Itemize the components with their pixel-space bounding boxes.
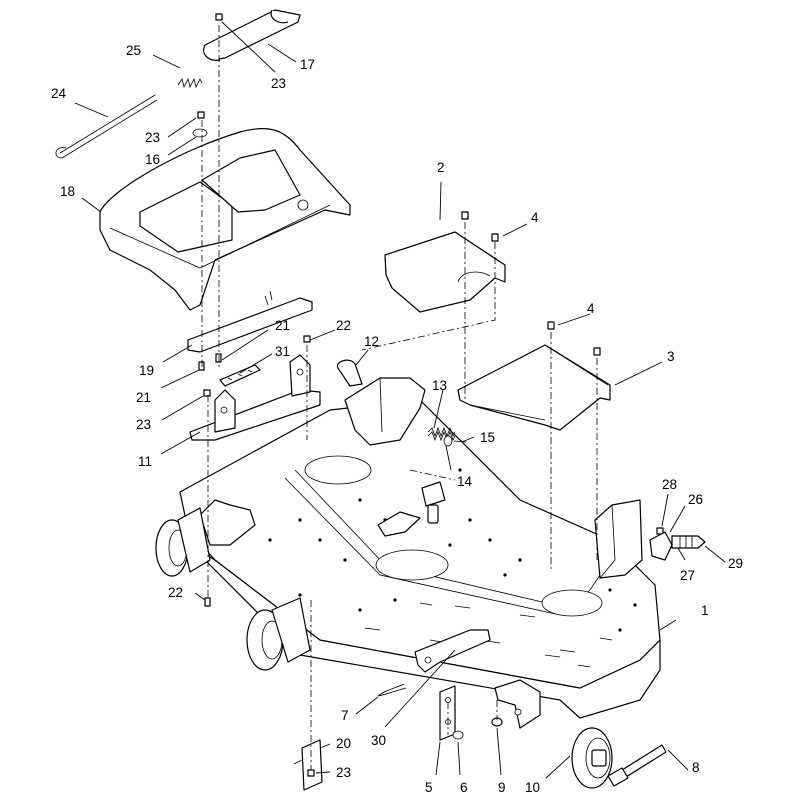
handle-bracket xyxy=(203,9,301,61)
callout-21: 21 xyxy=(136,390,151,405)
callout-2: 2 xyxy=(437,160,445,175)
height-bracket xyxy=(439,685,456,741)
callout-13: 13 xyxy=(432,378,447,393)
deck-shield xyxy=(99,128,351,311)
caster-wheel-left-rear xyxy=(155,507,211,577)
callout-29: 29 xyxy=(728,556,743,571)
caster-bracket-front xyxy=(494,679,541,729)
callout-14: 14 xyxy=(457,474,473,489)
callout-10: 10 xyxy=(525,780,540,795)
callout-23: 23 xyxy=(145,130,160,145)
extension-spring xyxy=(177,77,203,89)
callout-7: 7 xyxy=(341,708,349,723)
callout-6: 6 xyxy=(460,780,468,795)
belt-cover-right xyxy=(457,344,611,431)
callout-27: 27 xyxy=(680,568,695,583)
bracket-plate-center xyxy=(377,481,446,537)
idler-arm xyxy=(336,359,426,446)
callout-22: 22 xyxy=(336,318,351,333)
callout-11: 11 xyxy=(138,454,152,469)
callout-5: 5 xyxy=(425,780,433,795)
washer-14 xyxy=(443,435,453,447)
callout-18: 18 xyxy=(60,184,75,199)
callout-9: 9 xyxy=(498,780,506,795)
callout-22: 22 xyxy=(168,585,183,600)
callout-19: 19 xyxy=(139,363,154,378)
wash-port-fitting xyxy=(649,531,706,561)
callout-31: 31 xyxy=(275,344,290,359)
callout-15: 15 xyxy=(480,430,495,445)
caster-wheel-left-front xyxy=(246,597,311,671)
belt-cover-left xyxy=(384,231,506,313)
leader-lines xyxy=(74,21,726,779)
cotter-pin-15 xyxy=(453,440,467,443)
callout-20: 20 xyxy=(336,736,351,751)
height-bracket-lower xyxy=(293,739,323,791)
callout-30: 30 xyxy=(371,733,386,748)
callout-26: 26 xyxy=(688,492,703,507)
callout-24: 24 xyxy=(51,86,67,101)
mount-plate-upper xyxy=(187,290,313,353)
pivot-bar xyxy=(414,629,491,673)
callout-25: 25 xyxy=(126,43,141,58)
mower-deck xyxy=(179,399,661,719)
callout-12: 12 xyxy=(364,334,379,349)
callout-16: 16 xyxy=(145,152,160,167)
callout-28: 28 xyxy=(662,477,677,492)
callout-3: 3 xyxy=(667,349,675,364)
callout-23: 23 xyxy=(136,417,151,432)
axle-bolt xyxy=(607,744,667,787)
assembly-centerlines xyxy=(201,25,598,770)
washer-16 xyxy=(192,128,208,138)
hairpin-clip xyxy=(377,683,407,697)
callout-17: 17 xyxy=(300,57,315,72)
rod xyxy=(55,94,158,159)
callout-21: 21 xyxy=(275,318,290,333)
callout-23: 23 xyxy=(271,76,286,91)
idler-spring xyxy=(427,426,456,442)
spacer-31 xyxy=(219,364,261,387)
callout-4: 4 xyxy=(587,301,595,316)
fastener-bolts xyxy=(197,13,664,777)
washer-6 xyxy=(452,730,464,740)
callout-4: 4 xyxy=(531,210,539,225)
callout-labels: 1 2 3 4 4 5 6 7 8 9 10 11 12 13 14 15 16… xyxy=(51,43,743,795)
caster-wheel-front xyxy=(571,727,613,789)
callout-1: 1 xyxy=(701,603,709,618)
mount-plate-lower xyxy=(189,354,321,441)
callout-23: 23 xyxy=(336,765,351,780)
callout-8: 8 xyxy=(692,760,700,775)
